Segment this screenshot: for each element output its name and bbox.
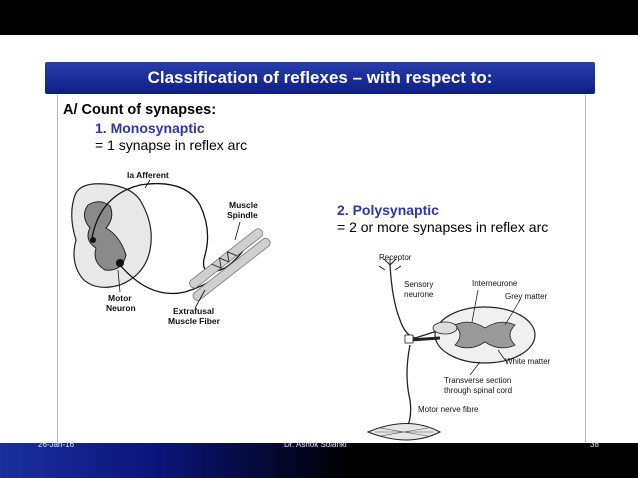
afferent-terminal (90, 237, 96, 243)
sensory-fiber (389, 264, 441, 339)
ia-afferent-fiber (91, 182, 251, 273)
footer-page-number: 38 (590, 440, 599, 449)
title-band: Classification of reflexes – with respec… (45, 62, 595, 94)
polysynaptic-diagram (366, 257, 536, 441)
polysynaptic-title: 2. Polysynaptic (337, 202, 439, 218)
label-muscle-spindle-2: Spindle (227, 210, 258, 220)
spinal-nerve (409, 336, 441, 342)
footer-date: 26-Jan-16 (38, 440, 75, 449)
label-receptor: Receptor (379, 253, 412, 262)
label-ia-afferent: Ia Afferent (127, 170, 169, 180)
footer-bar (0, 443, 638, 478)
monosynaptic-title: 1. Monosynaptic (95, 120, 205, 136)
label-extrafusal-1: Extrafusal (173, 306, 215, 316)
label-white-matter: White matter (505, 357, 551, 366)
label-muscle-spindle-1: Muscle (229, 200, 258, 210)
label-extrafusal-2: Muscle Fiber (168, 316, 220, 326)
label-motor-nerve: Motor nerve fibre (418, 405, 479, 414)
grey-matter-shape (84, 201, 127, 271)
motor-neuron-body (116, 259, 124, 267)
content-box (57, 95, 586, 442)
cord-grey-matter (454, 321, 516, 349)
muscle-fibers (189, 228, 271, 301)
receptor-branches (378, 257, 402, 271)
label-motor-neuron-2: Neuron (106, 303, 136, 313)
top-black-bar (0, 0, 638, 35)
label-sensory-2: neurone (404, 290, 434, 299)
label-motor-neuron-1: Motor (108, 293, 132, 303)
section-heading: A/ Count of synapses: (63, 102, 217, 118)
label-grey-matter: Grey matter (505, 292, 548, 301)
label-sensory-1: Sensory (404, 280, 434, 289)
label-interneurone: Interneurone (472, 279, 518, 288)
polysynaptic-definition: = 2 or more synapses in reflex arc (337, 219, 549, 235)
label-transverse-2: through spinal cord (444, 386, 513, 395)
footer-author: Dr. Ashok Solanki (284, 440, 347, 449)
label-transverse-1: Transverse section (444, 376, 512, 385)
monosynaptic-definition: = 1 synapse in reflex arc (95, 137, 248, 153)
monosynaptic-diagram (71, 179, 271, 309)
root-ganglion (432, 321, 458, 335)
motor-fiber (406, 344, 412, 426)
slide-title: Classification of reflexes – with respec… (147, 68, 493, 87)
nerve-junction (404, 334, 414, 344)
